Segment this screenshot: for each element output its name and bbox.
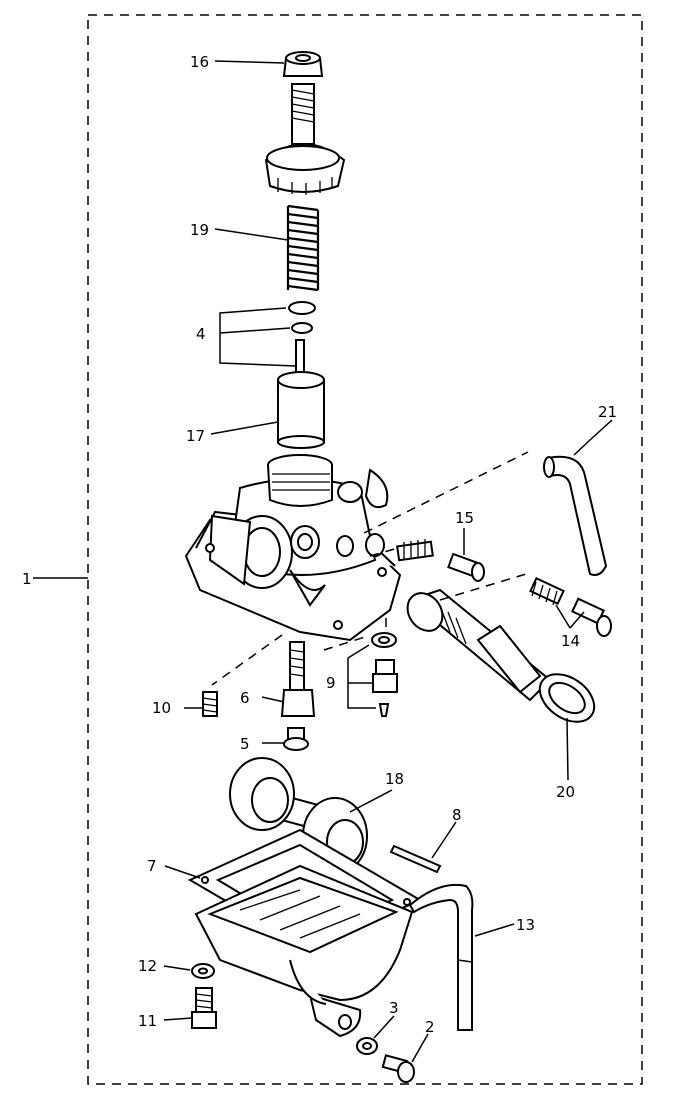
label-part-11: 11 xyxy=(138,1012,157,1030)
label-part-16: 16 xyxy=(190,53,209,71)
part-labels: 1 2 3 4 5 6 7 8 9 10 11 12 13 14 15 16 1… xyxy=(22,53,617,1036)
float-bowl xyxy=(194,864,414,1038)
part-11-bolt xyxy=(191,987,217,1029)
label-part-4: 4 xyxy=(196,325,206,343)
label-part-14: 14 xyxy=(561,632,580,650)
label-part-2: 2 xyxy=(425,1018,435,1036)
part-6-needle-jet xyxy=(280,641,316,717)
part-5-pilot-jet xyxy=(283,727,309,751)
label-part-17: 17 xyxy=(186,427,205,445)
label-part-6: 6 xyxy=(240,689,250,707)
label-part-7: 7 xyxy=(147,857,157,875)
label-part-21: 21 xyxy=(598,403,617,421)
label-part-9: 9 xyxy=(326,674,336,692)
part-10-screw xyxy=(202,691,218,717)
label-part-12: 12 xyxy=(138,957,157,975)
label-part-13: 13 xyxy=(516,916,535,934)
mixing-chamber-cap xyxy=(264,83,346,195)
part-16-nut xyxy=(282,51,324,77)
part-9-main-jet xyxy=(371,632,398,717)
label-part-20: 20 xyxy=(556,783,575,801)
part-21-vent-tube xyxy=(543,455,608,576)
label-part-10: 10 xyxy=(152,699,171,717)
part-20-choke-plunger xyxy=(406,588,596,723)
label-part-18: 18 xyxy=(385,770,404,788)
label-part-5: 5 xyxy=(240,735,250,753)
label-part-15: 15 xyxy=(455,509,474,527)
part-8-float-pin xyxy=(389,844,442,874)
part-2-drain-screw xyxy=(381,1054,415,1083)
part-19-spring xyxy=(286,204,320,292)
carburetor-body xyxy=(184,454,402,642)
part-17-throttle-valve xyxy=(277,371,325,449)
part-13-drain-tube xyxy=(408,883,474,1031)
label-part-3: 3 xyxy=(389,999,399,1017)
label-part-19: 19 xyxy=(190,221,209,239)
part-14-throttle-stop-screw xyxy=(529,576,612,637)
part-12-washer xyxy=(191,963,215,979)
assembly-boundary xyxy=(87,14,643,1085)
part-3-washer xyxy=(356,1037,378,1055)
leader-lines xyxy=(33,60,613,1063)
label-part-1: 1 xyxy=(22,570,32,588)
part-15-pilot-screw xyxy=(396,539,485,582)
label-part-8: 8 xyxy=(452,806,462,824)
part-4-needle-clips xyxy=(288,301,316,381)
